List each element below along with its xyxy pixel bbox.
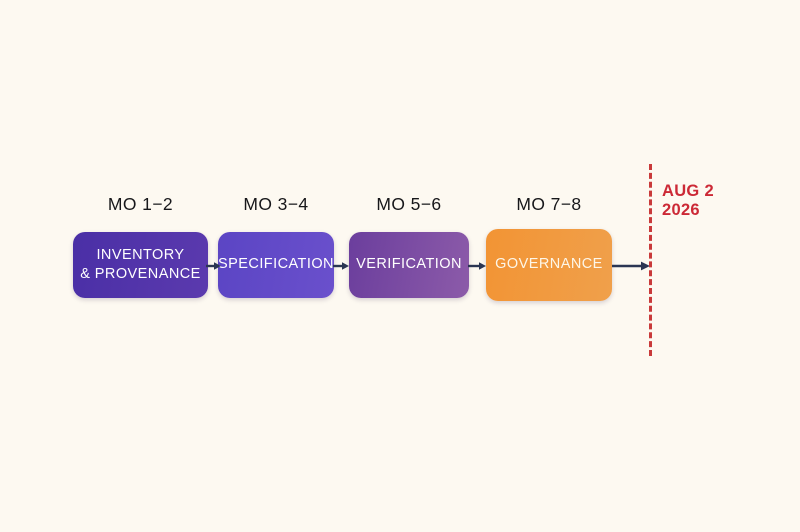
arrow-governance-to-deadline-icon <box>612 261 650 271</box>
stage-box-label-inventory: INVENTORY & PROVENANCE <box>80 246 201 282</box>
stage-box-verification[interactable]: VERIFICATION <box>349 232 469 298</box>
arrow-inventory-to-specification-icon <box>206 262 221 270</box>
deadline-date-label: AUG 2 2026 <box>662 182 714 220</box>
stage-box-specification[interactable]: SPECIFICATION <box>218 232 334 298</box>
stage-box-inventory-provenance[interactable]: INVENTORY & PROVENANCE <box>73 232 208 298</box>
stage-period-label-inventory: MO 1−2 <box>107 194 174 214</box>
stage-period-label-verification: MO 5−6 <box>376 194 442 214</box>
arrow-specification-to-verification-icon <box>333 262 349 270</box>
arrow-verification-to-governance-icon <box>468 262 486 270</box>
deadline-dashed-line <box>649 164 652 356</box>
stage-box-label-verification: VERIFICATION <box>356 256 462 273</box>
stage-period-label-specification: MO 3−4 <box>243 194 309 214</box>
stage-box-label-specification: SPECIFICATION <box>218 256 334 273</box>
stage-box-governance[interactable]: GOVERNANCE <box>486 229 612 301</box>
stage-period-label-governance: MO 7−8 <box>516 194 582 214</box>
stage-box-label-governance: GOVERNANCE <box>495 256 603 273</box>
